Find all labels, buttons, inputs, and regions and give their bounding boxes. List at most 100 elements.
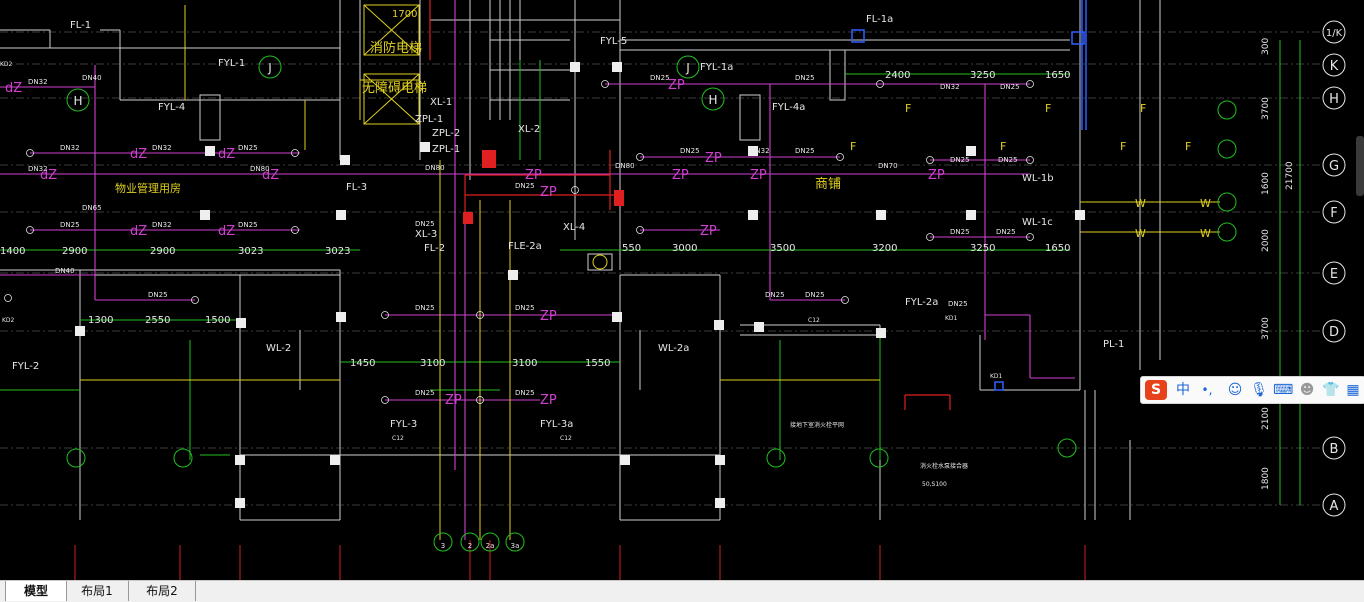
svg-text:ZP: ZP [525, 168, 542, 183]
svg-text:ZPL-2: ZPL-2 [432, 128, 460, 139]
tab-layout1[interactable]: 布局1 [66, 581, 129, 601]
axis-label: A [1330, 499, 1339, 514]
svg-text:DN25: DN25 [795, 74, 815, 82]
svg-text:C12: C12 [808, 317, 820, 324]
svg-text:2400: 2400 [885, 70, 910, 81]
skin-icon[interactable]: 👕 [1322, 382, 1340, 398]
svg-text:XL-2: XL-2 [518, 124, 540, 135]
svg-text:商铺: 商铺 [815, 177, 841, 192]
svg-text:FYL-3a: FYL-3a [540, 419, 573, 430]
svg-text:3250: 3250 [970, 70, 995, 81]
svg-text:DN25: DN25 [415, 389, 435, 397]
axis-label: F [1330, 206, 1337, 221]
bubbles-green [66, 55, 1237, 552]
column-lines [74, 540, 1086, 580]
svg-text:F: F [1185, 140, 1191, 153]
svg-text:21700: 21700 [1285, 161, 1295, 190]
svg-text:XL-4: XL-4 [563, 222, 585, 233]
svg-text:3500: 3500 [770, 243, 795, 254]
svg-text:ZPL-1: ZPL-1 [415, 114, 443, 125]
svg-text:C12: C12 [560, 435, 572, 442]
svg-text:1300: 1300 [88, 315, 113, 326]
svg-text:1450: 1450 [350, 358, 375, 369]
svg-text:FYL-3: FYL-3 [390, 419, 417, 430]
toolbox-icon[interactable]: ▦ [1346, 382, 1360, 398]
room-labels: 消防电梯 无障碍电梯 物业管理用房 商铺 1700 [115, 9, 841, 195]
drawing-canvas[interactable]: 1/K K H G F E D C B A 300 3700 1600 2000… [0, 0, 1364, 580]
svg-text:DN32: DN32 [750, 147, 770, 155]
svg-text:DN32: DN32 [28, 165, 48, 173]
punctuation-toggle[interactable]: •, [1201, 383, 1213, 397]
svg-text:ZPL-1: ZPL-1 [432, 144, 460, 155]
svg-text:DN25: DN25 [680, 147, 700, 155]
svg-text:F: F [1000, 140, 1006, 153]
user-icon[interactable]: ☻ [1299, 382, 1315, 398]
svg-text:W: W [1135, 227, 1146, 240]
svg-text:DN25: DN25 [1000, 83, 1020, 91]
ime-toolbar[interactable]: S 中 •, ☺ 🎙 ⌨ ☻ 👕 ▦ [1140, 376, 1364, 404]
keyboard-icon[interactable]: ⌨ [1273, 382, 1294, 398]
tab-layout2[interactable]: 布局2 [129, 581, 196, 601]
svg-text:物业管理用房: 物业管理用房 [115, 181, 181, 195]
svg-text:XL-3: XL-3 [415, 229, 437, 240]
mic-icon[interactable]: 🎙 [1250, 382, 1268, 398]
svg-text:3023: 3023 [325, 246, 350, 257]
tag-labels: FL-1 FL-1a FYL-1 FYL-1a FYL-4 FYL-4a FYL… [12, 14, 1124, 430]
vertical-dims: 300 3700 1600 2000 3700 2100 1800 21700 [1261, 38, 1295, 490]
svg-text:接地下室消火栓平网: 接地下室消火栓平网 [790, 421, 844, 429]
svg-text:F: F [905, 102, 911, 115]
svg-text:FYL-4a: FYL-4a [772, 102, 805, 113]
wall-lines [0, 0, 1161, 521]
svg-text:DN25: DN25 [650, 74, 670, 82]
tab-model[interactable]: 模型 [5, 581, 67, 601]
svg-text:3250: 3250 [970, 243, 995, 254]
svg-text:FYL-2: FYL-2 [12, 361, 39, 372]
svg-text:dZ: dZ [5, 81, 22, 96]
svg-text:1600: 1600 [1261, 172, 1271, 195]
svg-text:ZP: ZP [928, 168, 945, 183]
svg-text:FLE-2a: FLE-2a [508, 241, 542, 252]
svg-text:DN80: DN80 [425, 164, 445, 172]
svg-text:1500: 1500 [205, 315, 230, 326]
svg-text:消火栓水泵接合器: 消火栓水泵接合器 [920, 462, 968, 470]
svg-text:DN25: DN25 [238, 221, 258, 229]
svg-text:FL-1a: FL-1a [866, 14, 893, 25]
svg-text:J: J [685, 61, 690, 75]
svg-text:ZP: ZP [540, 393, 557, 408]
svg-text:ZP: ZP [540, 185, 557, 200]
svg-text:2900: 2900 [150, 246, 175, 257]
svg-text:F: F [1045, 102, 1051, 115]
svg-text:2550: 2550 [145, 315, 170, 326]
emoji-icon[interactable]: ☺ [1227, 382, 1243, 398]
pipe-lines-yellow [80, 5, 1220, 540]
svg-text:ZP: ZP [700, 224, 717, 239]
svg-text:ZP: ZP [540, 309, 557, 324]
svg-text:FYL-2a: FYL-2a [905, 297, 938, 308]
svg-text:WL-2a: WL-2a [658, 343, 689, 354]
valve-markers [463, 150, 624, 224]
svg-text:1650: 1650 [1045, 243, 1070, 254]
svg-text:ZP: ZP [445, 393, 462, 408]
axis-bubbles [1322, 20, 1346, 517]
svg-text:DN65: DN65 [82, 204, 102, 212]
svg-text:DN25: DN25 [515, 304, 535, 312]
svg-text:3: 3 [441, 542, 445, 550]
svg-text:F: F [1140, 102, 1146, 115]
svg-text:1800: 1800 [1261, 467, 1271, 490]
svg-text:ZP: ZP [705, 151, 722, 166]
grid-lines [0, 31, 1320, 506]
svg-text:H: H [708, 93, 717, 107]
svg-text:DN25: DN25 [515, 389, 535, 397]
svg-text:DN25: DN25 [60, 221, 80, 229]
sogou-logo-icon[interactable]: S [1145, 380, 1167, 400]
svg-text:DN25: DN25 [148, 291, 168, 299]
svg-text:DN25: DN25 [515, 182, 535, 190]
input-mode-toggle[interactable]: 中 [1176, 382, 1190, 398]
svg-text:3100: 3100 [420, 358, 445, 369]
svg-text:3000: 3000 [672, 243, 697, 254]
svg-text:2900: 2900 [62, 246, 87, 257]
svg-text:FYL-5: FYL-5 [600, 36, 627, 47]
vertical-scrollbar[interactable] [1356, 136, 1364, 196]
svg-text:W: W [1200, 197, 1211, 210]
svg-text:3023: 3023 [238, 246, 263, 257]
